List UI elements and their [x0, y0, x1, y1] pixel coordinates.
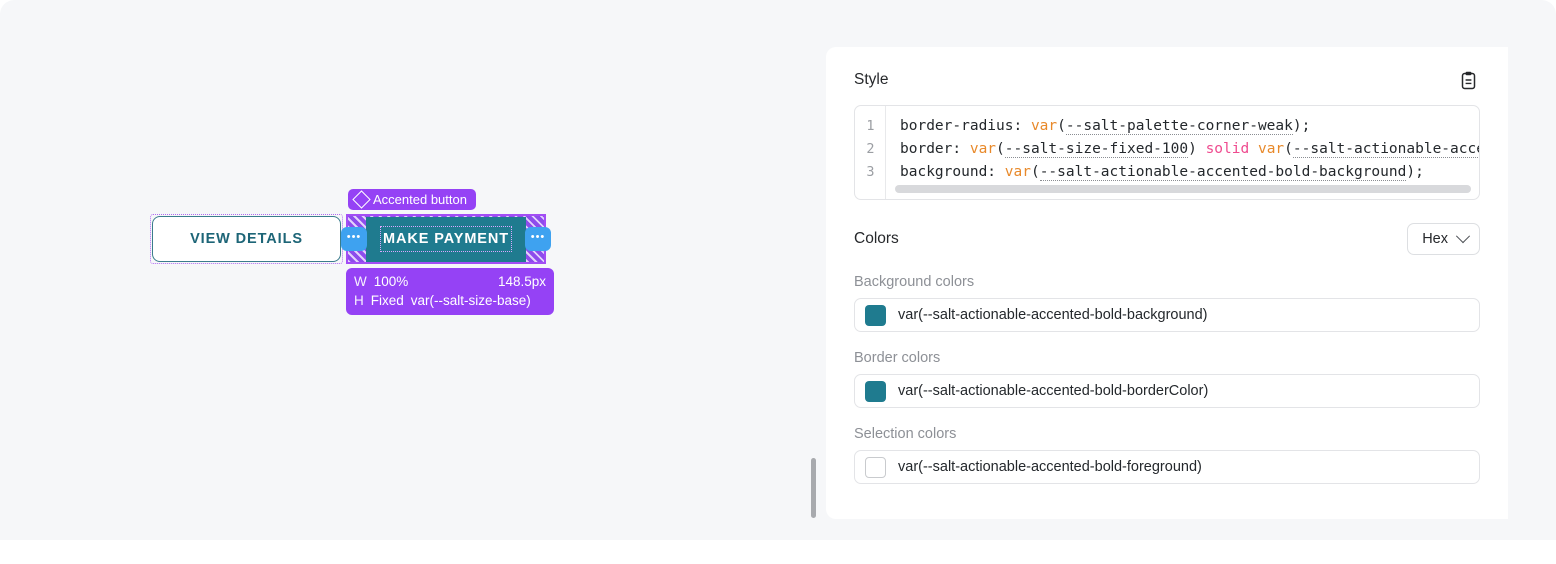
code-token-var: --salt-actionable-accented-bold-backgrou…: [1039, 164, 1407, 181]
code-token-plain: border:: [900, 141, 970, 157]
width-key: W: [354, 274, 367, 289]
color-token-field[interactable]: var(--salt-actionable-accented-bold-back…: [854, 298, 1480, 332]
clipboard-icon: [1461, 71, 1475, 89]
height-mode: Fixed: [370, 293, 404, 308]
copy-style-button[interactable]: [1456, 68, 1480, 92]
width-mode: 100%: [373, 274, 409, 289]
code-line-text: border-radius: var(--salt-palette-corner…: [886, 115, 1310, 138]
view-details-button[interactable]: VIEW DETAILS: [152, 216, 341, 262]
code-token-var: --salt-palette-corner-weak: [1065, 118, 1293, 135]
padding-handle-right[interactable]: •••: [525, 227, 551, 251]
code-horizontal-scrollbar[interactable]: [895, 185, 1471, 193]
style-section-header: Style: [854, 47, 1480, 101]
chevron-down-icon: [1455, 229, 1471, 244]
color-swatch[interactable]: [865, 456, 886, 478]
design-stage: VIEW DETAILS Accented button MAKE PAYMEN…: [150, 47, 1508, 519]
make-payment-button[interactable]: MAKE PAYMENT: [366, 216, 526, 262]
code-token-fn: var: [1030, 118, 1058, 134]
code-token-plain: (: [1057, 118, 1066, 134]
color-groups: Background colors var(--salt-actionable-a…: [854, 274, 1480, 484]
color-token-value: var(--salt-actionable-accented-bold-back…: [898, 307, 1208, 323]
code-token-plain: );: [1406, 164, 1424, 180]
size-measurement-tooltip: W 100% 148.5px H Fixed var(--salt-size-b…: [346, 268, 554, 315]
code-line-text: border: var(--salt-size-fixed-100) solid…: [886, 138, 1479, 161]
code-token-plain: background:: [900, 164, 1005, 180]
color-token-value: var(--salt-actionable-accented-bold-fore…: [898, 459, 1202, 475]
code-line-number: 1: [866, 118, 875, 134]
code-token-fn: var: [1257, 141, 1285, 157]
code-token-plain: (: [996, 141, 1005, 157]
diamond-icon: [352, 190, 371, 209]
code-line-number: 3: [866, 164, 875, 180]
accented-button-badge-label: Accented button: [373, 192, 467, 207]
color-swatch[interactable]: [865, 380, 886, 402]
code-line: 3 background: var(--salt-actionable-accen…: [855, 161, 1479, 184]
color-group-label: Selection colors: [854, 426, 957, 442]
code-token-fn: var: [1004, 164, 1031, 180]
code-token-plain: );: [1292, 118, 1311, 134]
color-token-field[interactable]: var(--salt-actionable-accented-bold-bord…: [854, 374, 1480, 408]
code-token-kw: solid: [1205, 141, 1250, 157]
color-format-value: Hex: [1422, 231, 1448, 247]
code-token-var: --salt-size-fixed-100: [1004, 141, 1189, 158]
code-token-fn: var: [969, 141, 997, 157]
padding-handle-left[interactable]: •••: [341, 227, 367, 251]
code-token-plain: (: [1030, 164, 1040, 180]
code-line-text: background: var(--salt-actionable-accent…: [886, 161, 1424, 184]
code-token-plain: ): [1188, 141, 1206, 157]
width-measurement-row: W 100% 148.5px: [354, 272, 546, 291]
code-gutter: [855, 106, 886, 199]
height-value: var(--salt-size-base): [410, 293, 531, 308]
width-value: 148.5px: [497, 274, 546, 289]
height-key: H: [354, 293, 364, 308]
panel-vertical-scrollbar[interactable]: [811, 458, 816, 518]
code-token-plain: [1249, 141, 1258, 157]
code-line-number: 2: [866, 141, 875, 157]
style-section-title: Style: [854, 71, 889, 88]
code-token-var: --salt-actionable-accented: [1292, 141, 1479, 158]
color-format-select[interactable]: Hex: [1407, 223, 1480, 255]
component-preview: VIEW DETAILS Accented button MAKE PAYMEN…: [150, 186, 570, 321]
make-payment-selection: MAKE PAYMENT ••• •••: [341, 214, 551, 264]
color-swatch[interactable]: [865, 304, 886, 326]
code-token-plain: border-radius:: [900, 118, 1031, 134]
height-measurement-row: H Fixed var(--salt-size-base): [354, 291, 546, 310]
colors-section-header: Colors Hex: [854, 222, 1480, 256]
colors-section-title: Colors: [854, 230, 899, 247]
color-group-label: Background colors: [854, 274, 975, 290]
color-token-value: var(--salt-actionable-accented-bold-bord…: [898, 383, 1209, 399]
color-token-field[interactable]: var(--salt-actionable-accented-bold-fore…: [854, 450, 1480, 484]
code-token-plain: (: [1284, 141, 1293, 157]
color-group-label: Border colors: [854, 350, 941, 366]
accented-button-badge[interactable]: Accented button: [348, 189, 476, 210]
code-line: 1 border-radius: var(--salt-palette-corne…: [855, 115, 1479, 138]
